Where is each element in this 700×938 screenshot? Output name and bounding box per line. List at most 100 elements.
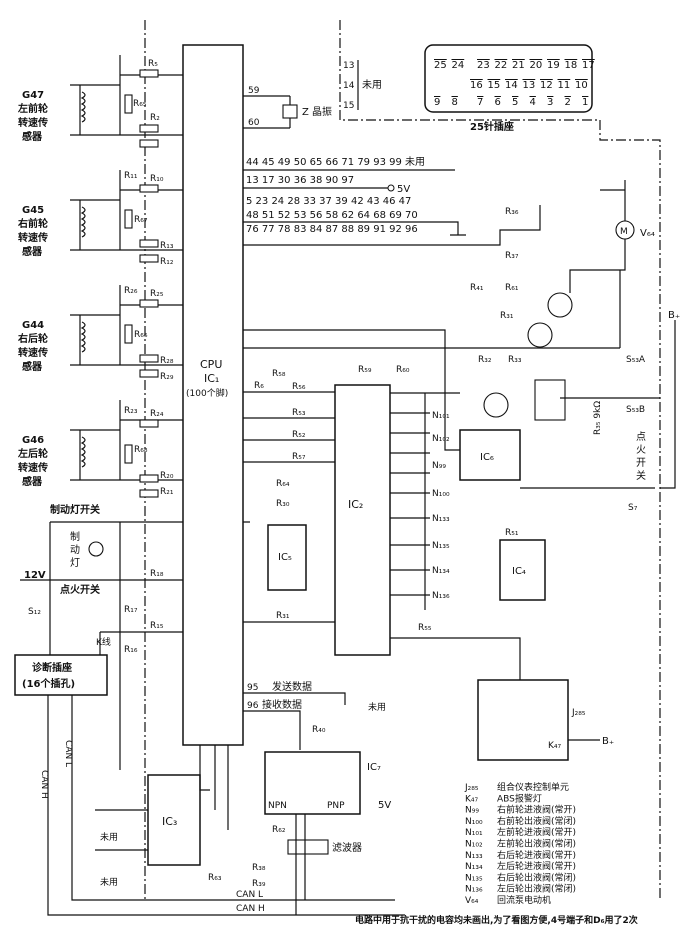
connector-pin: 21 <box>512 60 525 71</box>
brake-lamp-icon <box>88 541 104 557</box>
res-label: R₆₇ <box>134 215 148 225</box>
svg-text:转速传: 转速传 <box>18 116 48 129</box>
brake-lamp-label: 灯 <box>70 557 80 569</box>
send-data-label: 发送数据 <box>272 680 312 693</box>
legend-symbol: J₂₈₅ <box>464 783 479 793</box>
res-label: R₃₆ <box>505 207 519 217</box>
boundary-line <box>339 20 661 900</box>
pnp-label: PNP <box>327 801 345 811</box>
can-l-label: CAN L <box>63 740 73 767</box>
pin-label: 14 <box>343 81 355 91</box>
res-label: R₃₃ <box>508 355 522 365</box>
res-label: R₃₀ <box>276 499 290 509</box>
svg-text:G44: G44 <box>22 320 44 331</box>
valve-label: N₁₀₁ <box>432 411 450 421</box>
wire <box>243 180 626 348</box>
diag-label: 诊断插座 <box>32 661 72 674</box>
cpu-ic1 <box>182 44 244 746</box>
connector-title: 25针插座 <box>470 120 514 133</box>
res-label: R₂₀ <box>160 471 174 481</box>
sensor-g47: G47 左前轮 转速传 感器 <box>17 90 48 143</box>
res-label: R₆₂ <box>272 825 286 835</box>
connector-pin: 19 <box>547 60 560 71</box>
res-label: R₁₀ <box>150 174 164 184</box>
legend-symbol: N₁₀₂ <box>465 840 483 850</box>
v5-label: 5V <box>378 800 391 811</box>
ignition-switch-label: 点火开关 <box>60 583 100 596</box>
connector-pin: 15 <box>488 80 501 91</box>
connector-pin: 24 <box>452 60 465 71</box>
legend-desc: 右前轮进液阀(常开) <box>497 804 576 816</box>
res-label: R₅₅ <box>418 623 432 633</box>
ground-pins-row-2: 48 51 52 53 56 58 62 64 68 69 70 <box>246 210 418 221</box>
legend-desc: 组合仪表控制单元 <box>497 781 569 793</box>
pin-label: 13 <box>343 61 354 71</box>
ic2 <box>334 384 391 656</box>
j285-instrument-cluster <box>477 679 569 761</box>
res-label: R₂₃ <box>124 406 138 416</box>
connector-pin: 25 <box>434 60 447 71</box>
res-label: R₂ <box>150 113 160 123</box>
res-label: R₃₇ <box>505 251 519 261</box>
transistor-t4-icon <box>534 379 566 421</box>
legend-desc: 回流泵电动机 <box>497 894 551 906</box>
ic4 <box>499 539 546 601</box>
j285-label: J₂₈₅ <box>571 708 586 718</box>
pin-label: 95 <box>247 683 258 693</box>
res-label: R₅₆ <box>292 382 306 392</box>
res-label: R₂₅ <box>150 289 164 299</box>
v5-pins-row: 13 17 30 36 38 90 97 <box>246 175 354 186</box>
ic6 <box>459 429 521 481</box>
wire <box>243 329 620 623</box>
brake-lamp-label: 制 <box>70 530 80 543</box>
connector-pin: 2 <box>565 97 571 108</box>
legend-symbol: N₁₃₄ <box>465 862 483 872</box>
svg-text:转速传: 转速传 <box>18 346 48 359</box>
motor-ref: V₆₄ <box>640 228 655 239</box>
ignition-label: 点 <box>636 431 646 443</box>
res-label: R₆₈ <box>134 445 148 455</box>
connector-pin: 17 <box>582 60 595 71</box>
res-label: R₃₁ <box>500 311 514 321</box>
legend-symbol: N₁₀₀ <box>465 817 483 827</box>
solenoid-valves <box>390 392 460 610</box>
coil-icon <box>80 436 86 468</box>
connector-pin: 20 <box>530 60 543 71</box>
res-label: R₂₈ <box>160 356 174 366</box>
ic5 <box>267 524 307 591</box>
svg-text:G47: G47 <box>22 90 44 101</box>
ic5-label: IC₅ <box>278 552 292 563</box>
res-label: R₁₁ <box>124 171 138 181</box>
terminal-icon <box>387 184 395 192</box>
valve-label: N₁₀₂ <box>432 434 450 444</box>
res-label: R₃₉ <box>252 879 266 889</box>
valve-label: N₁₃₆ <box>432 591 450 601</box>
coil-icon <box>80 206 86 238</box>
svg-text:转速传: 转速传 <box>18 461 48 474</box>
valve-label: N₁₃₃ <box>432 514 450 524</box>
res-label: R₁₅ <box>150 621 164 631</box>
res-label: R₄₁ <box>470 283 484 293</box>
svg-text:右前轮: 右前轮 <box>17 217 48 230</box>
legend-desc: 右后轮进液阀(常开) <box>497 849 576 861</box>
res-label: R₁₃ <box>160 241 174 251</box>
crystal-wires <box>243 95 291 129</box>
svg-text:感器: 感器 <box>22 130 43 143</box>
legend-item: J₂₈₅ 组合仪表控制单元 <box>464 781 569 793</box>
unused-label: 未用 <box>362 79 382 91</box>
filter-icon <box>287 839 329 855</box>
cpu-label-ic: IC₁ <box>204 372 219 385</box>
svg-text:左后轮: 左后轮 <box>17 447 48 460</box>
k47-label: K₄₇ <box>548 741 562 751</box>
connector-pin: 11 <box>558 80 571 91</box>
wire <box>243 692 346 750</box>
unused-label: 未用 <box>100 831 118 843</box>
cpu-label-pins: (100个脚) <box>186 388 228 399</box>
unused-label: 未用 <box>100 876 118 888</box>
can-l-label: CAN L <box>236 890 263 900</box>
